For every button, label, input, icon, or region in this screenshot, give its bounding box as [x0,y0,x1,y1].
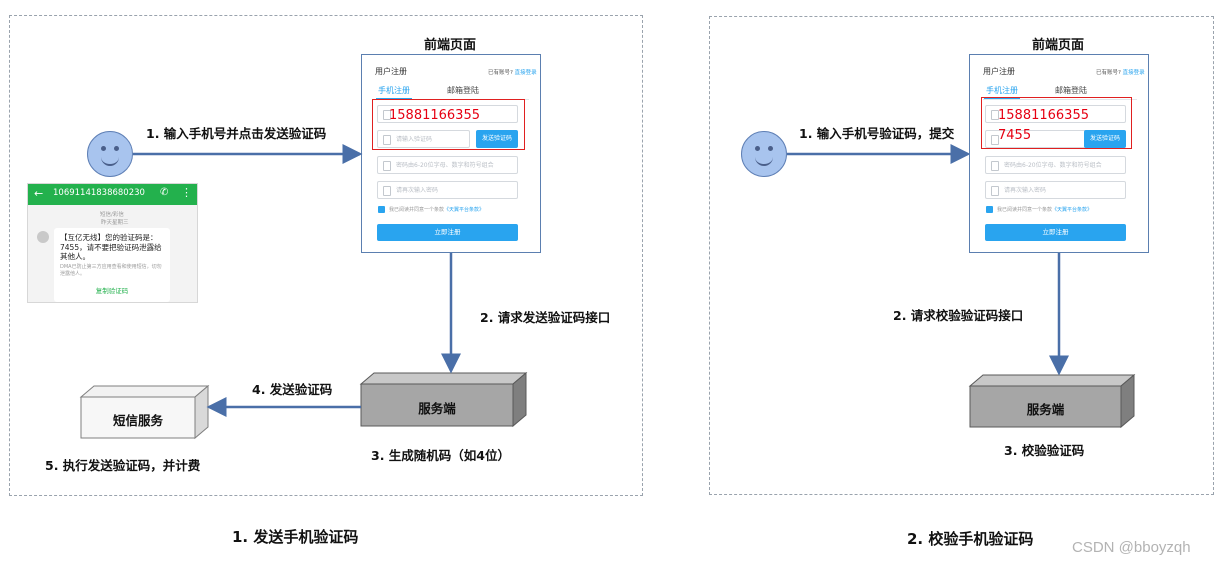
right-server-box [968,373,1136,429]
right-server-label: 服务端 [1026,402,1065,417]
login-link[interactable]: 直接登录 [1122,70,1145,76]
eye [755,146,760,151]
send-code-button[interactable]: 发送验证码 [1084,130,1126,148]
left-frontend-title: 前端页面 [424,38,477,53]
left-bottom-title: 1. 发送手机验证码 [232,528,359,546]
left-step3-label: 3. 生成随机码（如4位） [371,448,510,463]
sms-sender: 10691141838680230 [53,188,145,198]
watermark: CSDN @bboyzqh [1072,539,1191,556]
login-link[interactable]: 直接登录 [514,70,537,76]
left-panel [9,15,643,496]
sms-phone-screenshot: ← 10691141838680230 ✆ ⋮ 短信/彩信 昨天星期三 【互亿无… [27,183,198,303]
sms-header-bar [28,184,197,205]
more-menu-icon[interactable]: ⋮ [181,186,192,199]
agree-link[interactable]: 《天翼平台条款》 [444,207,485,213]
lock-icon [383,186,391,196]
phone-icon [383,110,391,120]
agree-link[interactable]: 《天翼平台条款》 [1052,207,1093,213]
tab-divider [983,99,1137,100]
form-title: 用户注册 [375,67,407,76]
right-bottom-title: 2. 校验手机验证码 [907,530,1034,548]
confirm-password-input[interactable]: 请再次输入密码 [985,181,1126,199]
right-code-value: 7455 [998,128,1032,143]
eye [114,146,119,151]
eye [101,146,106,151]
lock-icon [991,161,999,171]
left-server-label: 服务端 [418,401,456,416]
tab-email-login[interactable]: 邮箱登陆 [1055,86,1087,95]
left-step1-label: 1. 输入手机号并点击发送验证码 [146,126,327,141]
user-smiley [87,131,133,177]
right-register-form: 用户注册 已有账号? 直接登录 手机注册 邮箱登陆 发送验证码 密码由6-20位… [969,54,1149,253]
form-title: 用户注册 [983,67,1015,76]
register-submit-button[interactable]: 立即注册 [377,224,518,241]
copy-code-button[interactable]: 复制验证码 [95,287,129,295]
send-code-button[interactable]: 发送验证码 [476,130,518,148]
shield-icon [991,135,999,145]
tab-active-underline [984,98,1020,100]
sms-signature: 【互亿无线】 [60,233,105,242]
sms-service-label: 短信服务 [112,413,163,428]
phone-icon [991,110,999,120]
right-panel [709,16,1214,495]
left-step4-label: 4. 发送验证码 [252,382,333,397]
tab-phone-register[interactable]: 手机注册 [986,86,1018,95]
sms-service-box [79,384,210,440]
register-submit-button[interactable]: 立即注册 [985,224,1126,241]
agree-checkbox[interactable] [986,206,993,213]
code-input[interactable] [985,130,1092,148]
agree-checkbox[interactable] [378,206,385,213]
right-highlight-box [981,97,1132,149]
password-input[interactable]: 密码由6-20位字母、数字和符号组合 [377,156,518,174]
right-frontend-title: 前端页面 [1032,38,1085,53]
tab-email-login[interactable]: 邮箱登陆 [447,86,479,95]
tab-active-underline [376,98,412,100]
sender-avatar [37,231,49,243]
left-register-form: 用户注册 已有账号? 直接登录 手机注册 邮箱登陆 请输入验证码 发送验证码 密… [361,54,541,253]
agree-text: 我已阅读并同意一个条款 [389,207,445,213]
sms-date-line1: 短信/彩信 [100,212,124,218]
left-highlight-box [372,99,525,150]
right-step2-label: 2. 请求校验验证码接口 [893,308,1024,323]
call-icon[interactable]: ✆ [160,187,169,198]
back-arrow-icon[interactable]: ← [34,187,44,200]
password-input[interactable]: 密码由6-20位字母、数字和符号组合 [985,156,1126,174]
login-prompt: 已有账号? [1096,70,1121,76]
right-step1-label: 1. 输入手机号验证码，提交 [799,126,955,141]
phone-input[interactable] [377,105,518,123]
left-server-box [359,371,528,428]
phone-input[interactable] [985,105,1126,123]
sms-security-note: DMA已防止第三方应用查看和使用短信，切勿泄露他人。 [60,264,162,277]
shield-icon [383,135,391,145]
sms-bubble: 【互亿无线】您的验证码是：7455，请不要把验证码泄露给其他人。 DMA已防止第… [54,228,170,302]
sms-message: 您的验证码是：7455，请不要把验证码泄露给其他人。 [60,233,162,261]
lock-icon [991,186,999,196]
mouth [755,156,773,166]
lock-icon [383,161,391,171]
left-step2-label: 2. 请求发送验证码接口 [480,310,611,325]
right-phone-value: 15881166355 [998,108,1089,123]
tab-phone-register[interactable]: 手机注册 [378,86,410,95]
right-step3-label: 3. 校验验证码 [1004,443,1085,458]
login-prompt: 已有账号? [488,70,513,76]
agree-text: 我已阅读并同意一个条款 [997,207,1053,213]
mouth [101,156,119,166]
eye [768,146,773,151]
left-phone-value: 15881166355 [389,108,480,123]
sms-date-line2: 昨天星期三 [101,220,129,226]
left-step5-label: 5. 执行发送验证码，并计费 [45,458,201,473]
user-smiley [741,131,787,177]
code-input[interactable]: 请输入验证码 [377,130,470,148]
confirm-password-input[interactable]: 请再次输入密码 [377,181,518,199]
